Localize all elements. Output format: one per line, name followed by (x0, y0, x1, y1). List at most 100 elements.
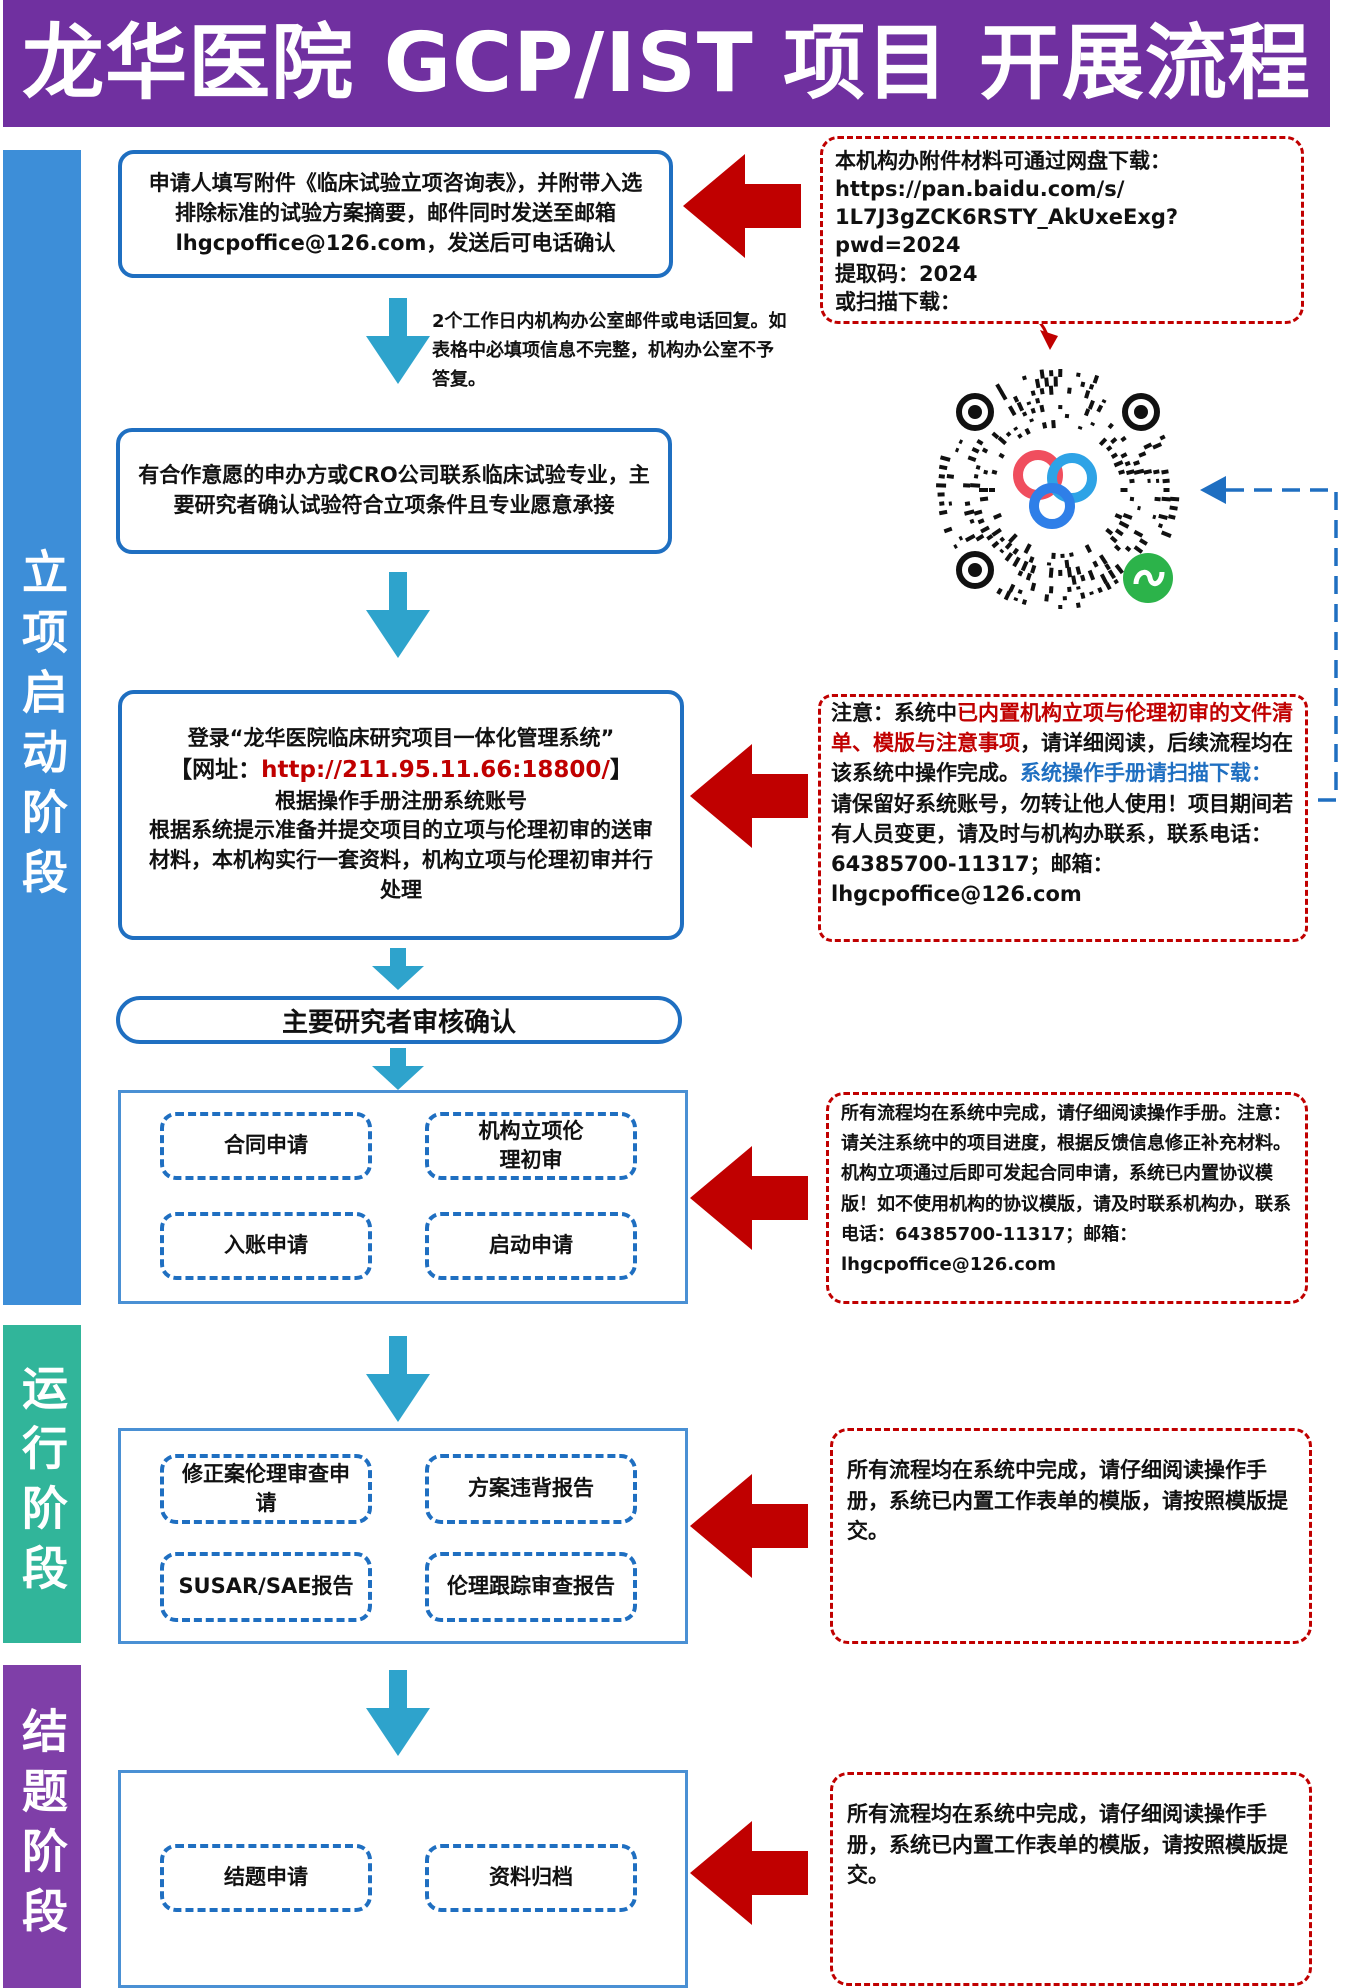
qr-module (1075, 602, 1081, 609)
item-archiving[interactable]: 资料归档 (425, 1844, 637, 1912)
stage-initiation-label: 立项启动阶段 (15, 547, 69, 908)
qr-module (1089, 591, 1094, 596)
item-closing-application[interactable]: 结题申请 (160, 1844, 372, 1912)
login-line-register: 根据操作手册注册系统账号 (275, 788, 527, 813)
qr-module (1161, 469, 1169, 475)
qr-module (1071, 575, 1077, 585)
qr-module (1099, 573, 1109, 585)
qr-module (1084, 408, 1091, 417)
qr-module (1162, 478, 1170, 484)
qr-module (976, 439, 984, 446)
qr-module (973, 474, 979, 479)
qr-module (1143, 442, 1153, 450)
qr-module (1143, 469, 1153, 475)
reply-time-note: 2个工作日内机构办公室邮件或电话回复。如表格中必填项信息不完整，机构办公室不予答… (432, 311, 787, 390)
qr-module (1004, 552, 1014, 562)
manual-connector-head (1200, 476, 1226, 504)
qr-module (1005, 431, 1012, 438)
item-startup-application[interactable]: 启动申请 (425, 1212, 637, 1280)
qr-module (1030, 407, 1036, 414)
qr-module (1084, 544, 1092, 554)
qr-module (1075, 566, 1082, 575)
qr-module (1048, 385, 1054, 395)
item-contract-application[interactable]: 合同申请 (160, 1112, 372, 1180)
qr-module (1090, 421, 1096, 427)
download-link-line[interactable]: https://pan.baidu.com/s/ (835, 177, 1125, 202)
qr-module (1025, 572, 1032, 581)
qr-module (1042, 422, 1048, 429)
red-arrow-1 (683, 154, 801, 258)
qr-module (975, 533, 985, 542)
qr-module (938, 474, 946, 479)
item-susar-sae-report-label: SUSAR/SAE报告 (178, 1574, 354, 1599)
qr-module (1048, 586, 1054, 594)
system-note-middle: ，请详细阅读，后续流程均在该系统中操作完成。 (831, 730, 1293, 785)
stage-closing-bar: 结题阶段 (3, 1665, 81, 1988)
qr-module (1017, 570, 1024, 577)
qr-module (958, 439, 964, 445)
title-banner (3, 0, 1330, 127)
qr-module (1129, 478, 1135, 484)
qr-module (1067, 387, 1072, 394)
qr-module (1113, 460, 1124, 468)
download-code-line: 提取码：2024 (835, 261, 978, 286)
qr-module (1044, 594, 1050, 602)
qr-module (1021, 599, 1028, 606)
qr-module (1039, 369, 1045, 379)
download-link-line[interactable]: 1L7J3gZCK6RSTY_AkUxeExg? (835, 205, 1179, 230)
qr-module (963, 509, 975, 516)
qr-module (1096, 404, 1104, 413)
qr-module (1107, 569, 1116, 580)
qr-module (1167, 514, 1176, 520)
qr-module (1092, 374, 1100, 384)
qr-module (1030, 564, 1037, 574)
qr-module (1152, 442, 1163, 450)
qr-module (1092, 560, 1099, 568)
item-protocol-deviation[interactable]: 方案违背报告 (425, 1454, 637, 1524)
qr-module (998, 452, 1005, 459)
item-closing-application-label: 结题申请 (224, 1865, 308, 1890)
closing-note: 所有流程均在系统中完成，请仔细阅读操作手册，系统已内置工作表单的模版，请按照模版… (830, 1772, 1312, 1986)
qr-module (943, 526, 953, 534)
pi-review-box: 主要研究者审核确认 (116, 996, 682, 1044)
qr-module (1048, 567, 1054, 578)
login-line-submit: 根据系统提示准备并提交项目的立项与伦理初审的送审材料，本机构实行一套资料，机构立… (149, 818, 653, 903)
qr-module (1163, 488, 1170, 492)
item-amendment-review[interactable]: 修正案伦理审查申请 (160, 1454, 372, 1524)
qr-module (1064, 413, 1070, 419)
qr-module (937, 492, 945, 497)
operation-note: 所有流程均在系统中完成，请仔细阅读操作手册，系统已内置工作表单的模版，请按照模版… (830, 1428, 1312, 1644)
item-institution-ethics-review[interactable]: 机构立项伦理初审 (425, 1112, 637, 1180)
qr-module (1120, 488, 1128, 492)
qr-module (1104, 582, 1112, 591)
qr-module (1067, 586, 1072, 593)
qr-module (946, 473, 955, 479)
flow-arrow-1 (366, 298, 430, 384)
system-manual-link[interactable]: 系统操作手册请扫描下载： (1020, 760, 1272, 785)
qr-module (1058, 569, 1063, 577)
download-note-line: 本机构办附件材料可通过网盘下载： (835, 149, 1171, 173)
red-arrow-5 (690, 1821, 808, 1925)
download-scan-line: 或扫描下载： (835, 289, 961, 314)
qr-module (1039, 404, 1045, 413)
item-ethics-followup[interactable]: 伦理跟踪审查报告 (425, 1552, 637, 1622)
qr-module (1104, 563, 1111, 571)
download-link-line[interactable]: pwd=2024 (835, 233, 961, 258)
qr-module (1138, 538, 1148, 546)
qr-module (1000, 391, 1008, 401)
item-amendment-review-label: 修正案伦理审查申请 (182, 1461, 350, 1515)
login-url-link[interactable]: http://211.95.11.66:18800/ (261, 756, 610, 783)
download-note: 本机构办附件材料可通过网盘下载： https://pan.baidu.com/s… (820, 136, 1304, 324)
item-account-application-label: 入账申请 (224, 1233, 308, 1258)
item-susar-sae-report[interactable]: SUSAR/SAE报告 (160, 1552, 372, 1622)
qr-module (1060, 553, 1065, 558)
qr-module (992, 512, 1002, 520)
stage-operation-label: 运行阶段 (15, 1364, 69, 1604)
item-account-application[interactable]: 入账申请 (160, 1212, 372, 1280)
contract-note-text: 所有流程均在系统中完成，请仔细阅读操作手册。注意：请关注系统中的项目进度，根据反… (841, 1103, 1291, 1276)
qr-code-icon[interactable] (930, 362, 1186, 618)
qr-module (1114, 513, 1123, 520)
login-url-line: 【网址：http://211.95.11.66:18800/】 (169, 754, 633, 787)
qr-module (1153, 469, 1160, 475)
qr-module (1030, 390, 1036, 397)
